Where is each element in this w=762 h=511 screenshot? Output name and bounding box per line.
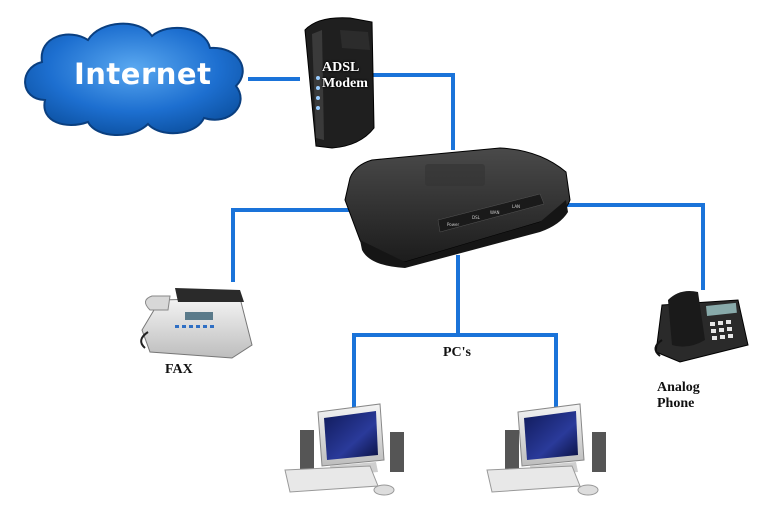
- router-panel-label-wan: WAN: [490, 210, 499, 215]
- connections: [231, 73, 705, 410]
- phone-label-line2: Phone: [657, 396, 695, 411]
- phone-label-line1: Analog: [657, 380, 700, 395]
- internet-cloud: [24, 22, 244, 137]
- modem-device: [304, 17, 375, 149]
- phone-label: Analog Phone: [657, 380, 700, 412]
- fax-label: FAX: [165, 362, 193, 377]
- router-device: Power DSL WAN LAN: [344, 147, 571, 268]
- line-modem-router: [372, 73, 455, 150]
- modem-label-line2: Modem: [322, 76, 368, 91]
- phone-device: [654, 291, 749, 363]
- pcs-label: PC's: [443, 345, 471, 360]
- internet-label: Internet: [74, 57, 212, 91]
- modem-label: ADSL Modem: [322, 60, 368, 92]
- modem-label-line1: ADSL: [322, 60, 360, 75]
- line-router-phone: [565, 203, 705, 290]
- router-panel-label-dsl: DSL: [472, 215, 481, 220]
- router-panel-label-power: Power: [447, 222, 459, 227]
- line-pcs-bus: [352, 333, 558, 410]
- pc-left: [284, 403, 404, 496]
- cloud-icon: [24, 22, 244, 137]
- fax-device: [140, 288, 253, 359]
- pc-right: [486, 403, 606, 496]
- line-router-fax: [231, 208, 358, 282]
- router-panel-label-lan: LAN: [512, 204, 520, 209]
